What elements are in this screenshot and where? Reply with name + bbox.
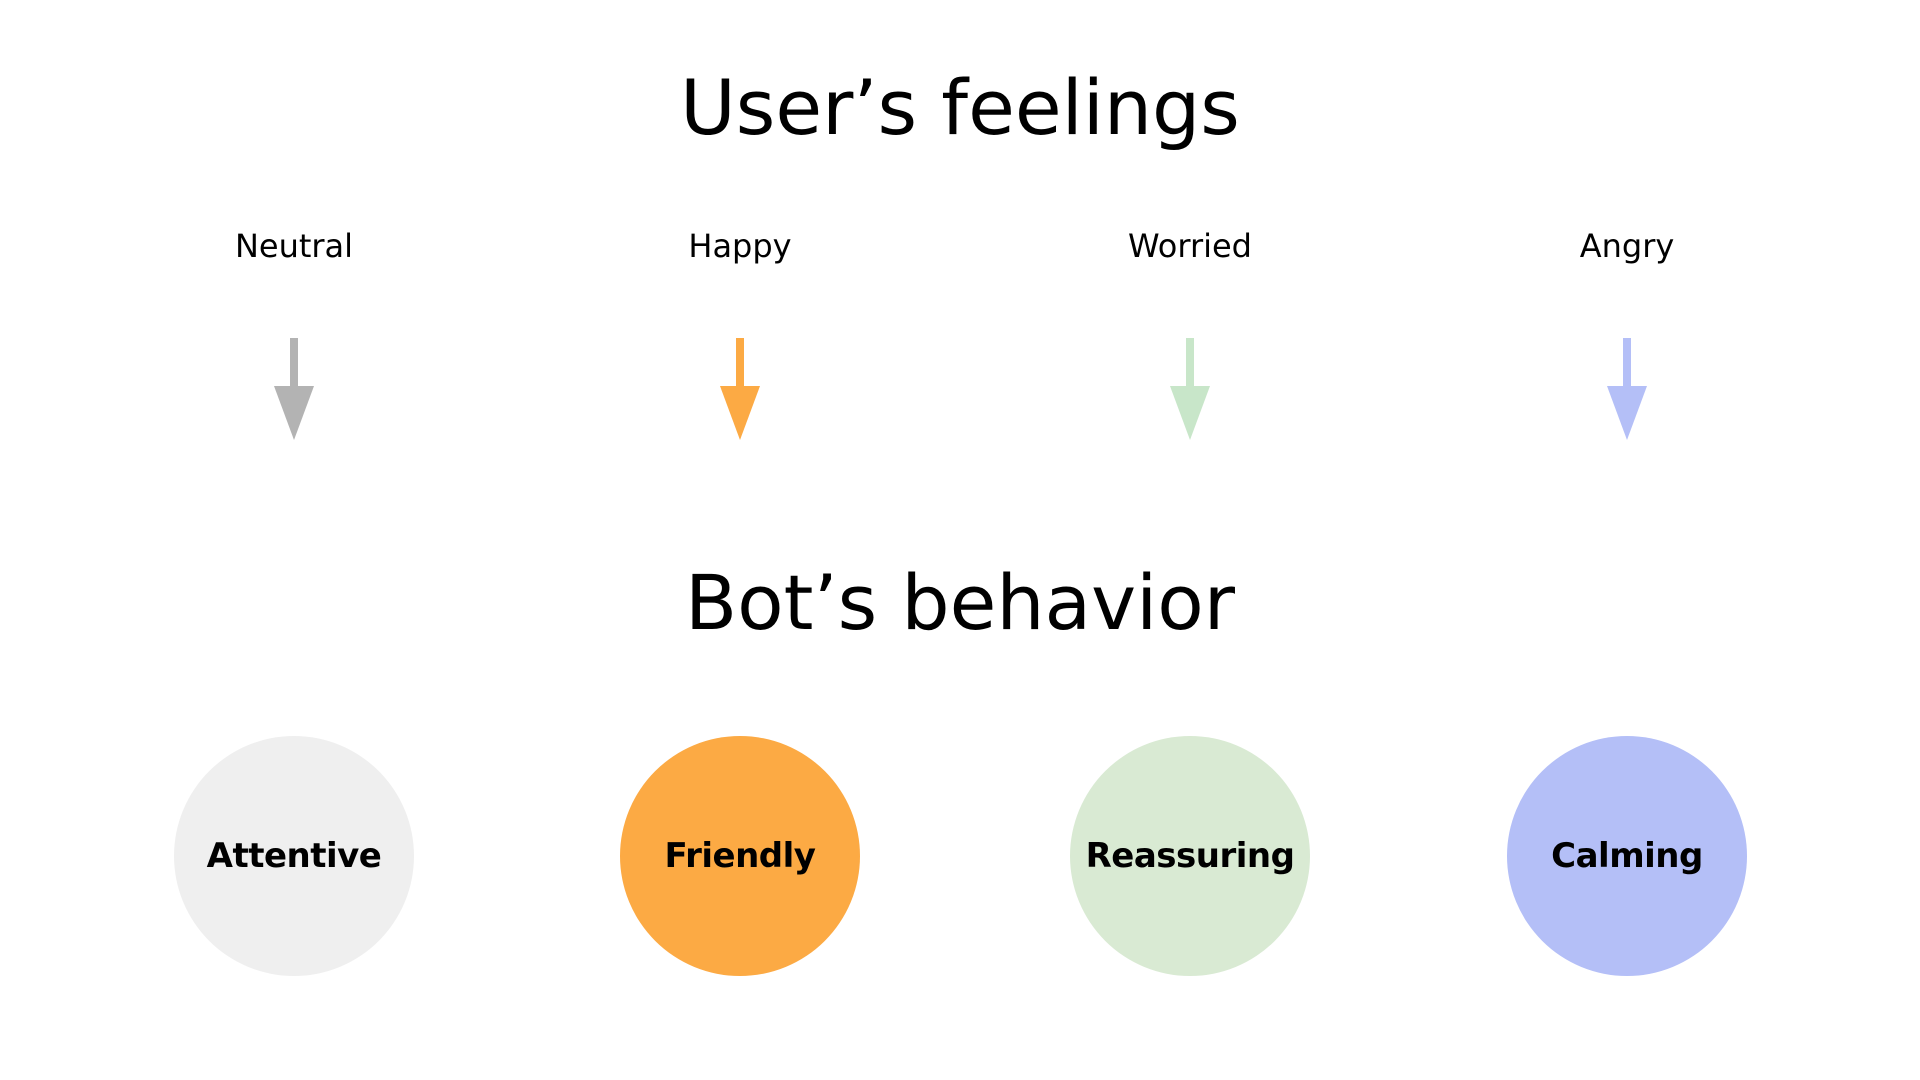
behavior-label-calming: Calming: [1551, 836, 1703, 876]
behavior-circle-attentive: Attentive: [174, 736, 414, 976]
down-arrow-icon: [720, 338, 760, 440]
behavior-label-reassuring: Reassuring: [1085, 836, 1295, 876]
down-arrow-icon: [274, 338, 314, 440]
behavior-circle-friendly: Friendly: [620, 736, 860, 976]
feeling-label-neutral: Neutral: [234, 227, 354, 265]
feeling-label-happy: Happy: [688, 227, 792, 265]
bots-behavior-title: Bot’s behavior: [685, 558, 1235, 647]
feeling-label-worried: Worried: [1128, 227, 1252, 265]
behavior-circle-reassuring: Reassuring: [1070, 736, 1310, 976]
behavior-label-attentive: Attentive: [206, 836, 382, 876]
down-arrow-icon: [1607, 338, 1647, 440]
feeling-label-angry: Angry: [1579, 227, 1675, 265]
behavior-circle-calming: Calming: [1507, 736, 1747, 976]
behavior-label-friendly: Friendly: [664, 836, 816, 876]
down-arrow-icon: [1170, 338, 1210, 440]
users-feelings-title: User’s feelings: [680, 63, 1240, 152]
